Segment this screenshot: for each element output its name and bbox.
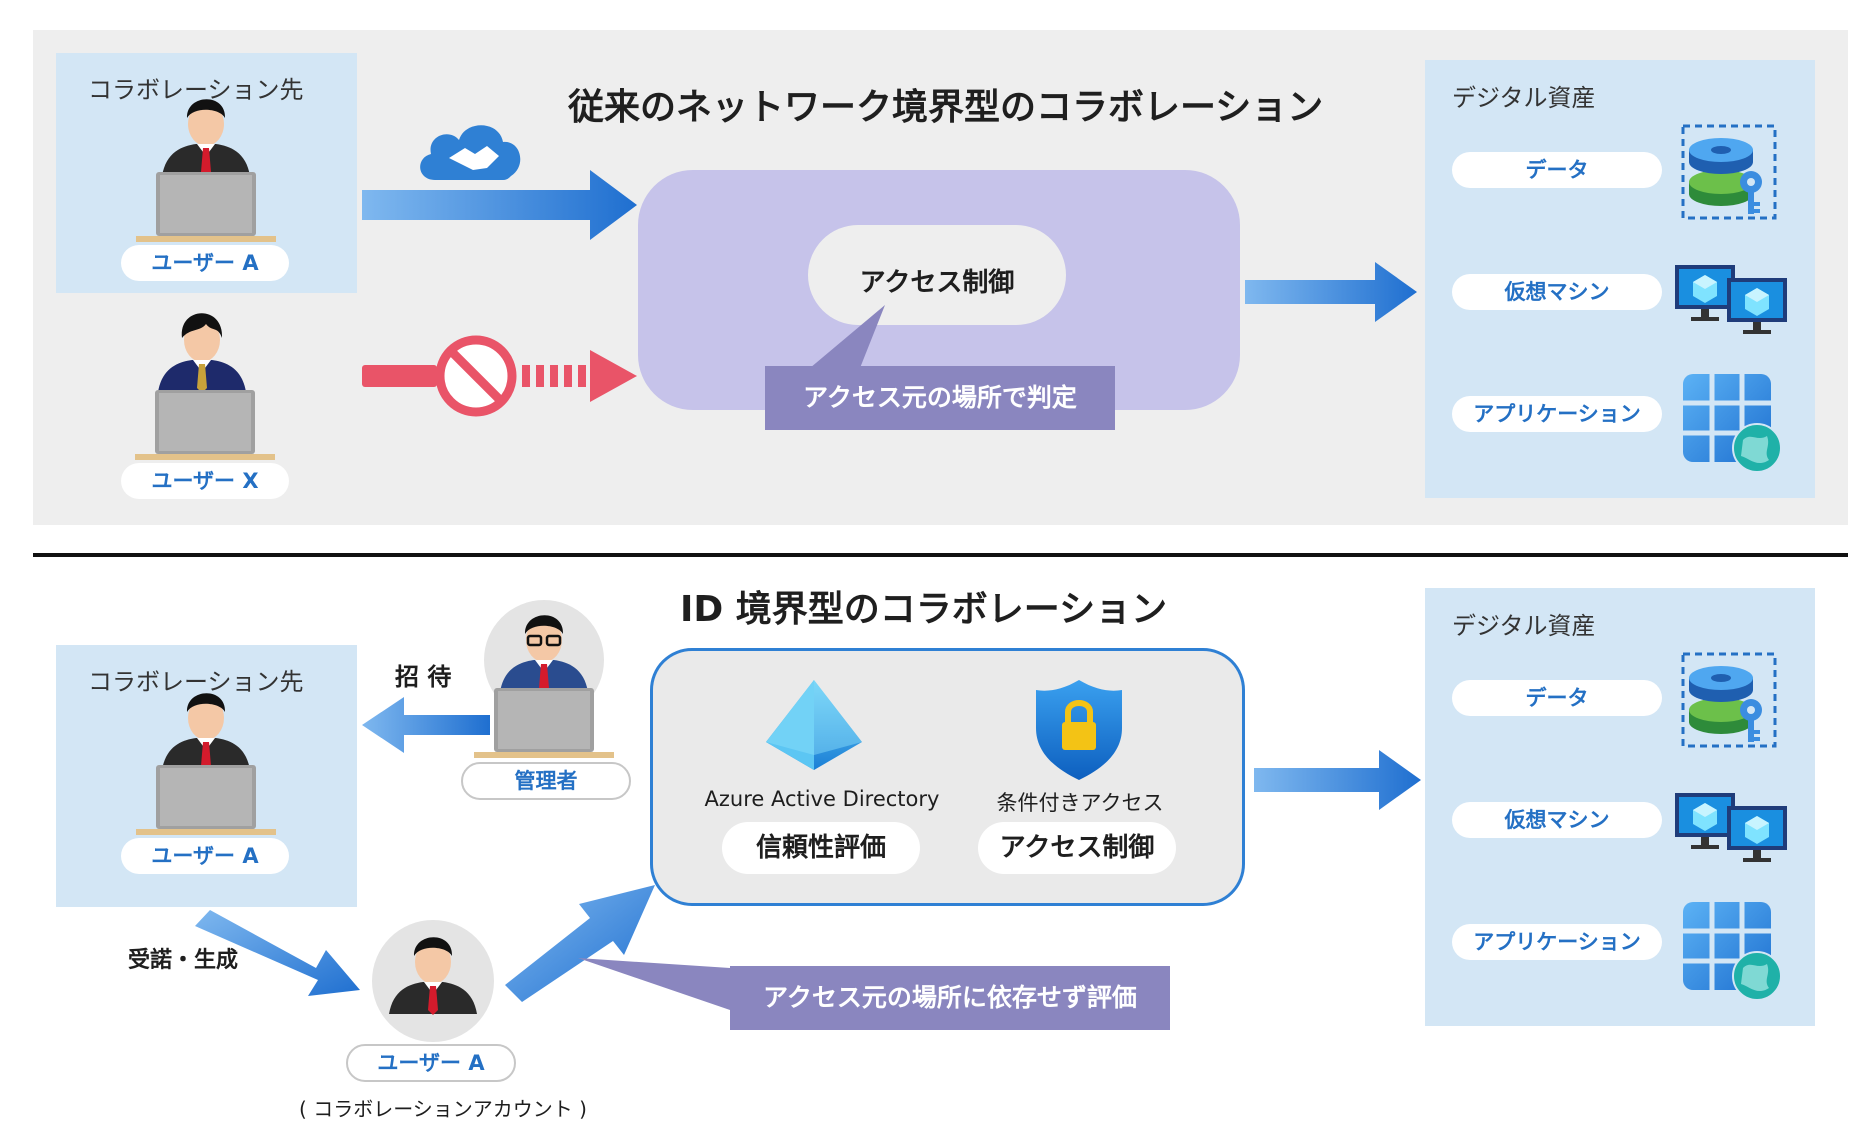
access-control-label: アクセス制御 [859, 268, 1015, 298]
bottom-collab-user-pill: ユーザー A [121, 838, 289, 874]
access-control-bubble [808, 225, 1066, 325]
top-arrow-allowed [362, 170, 637, 240]
top-title: 従来のネットワーク境界型のコラボレーション [568, 87, 1324, 128]
invite-label: 招 待 [395, 663, 452, 691]
top-assets-label: デジタル資産 [1452, 84, 1596, 112]
bottom-user-a-sub: ( コラボレーションアカウント ) [299, 1097, 587, 1121]
ca-badge: アクセス制御 [978, 822, 1176, 874]
section-divider [33, 553, 1848, 557]
bottom-asset-app: アプリケーション [1452, 924, 1662, 960]
bottom-callout: アクセス元の場所に依存せず評価 [730, 966, 1170, 1030]
top-user-x-pill: ユーザー X [121, 463, 289, 499]
prohibited-icon [362, 335, 637, 417]
top-asset-data: データ [1452, 152, 1662, 188]
bottom-asset-data: データ [1452, 680, 1662, 716]
bottom-title: ID 境界型のコラボレーション [680, 589, 1168, 630]
top-asset-vm: 仮想マシン [1452, 274, 1662, 310]
invite-arrow [362, 697, 490, 753]
aad-badge: 信頼性評価 [722, 822, 920, 874]
aad-label: Azure Active Directory [704, 787, 940, 811]
bottom-assets-label: デジタル資産 [1452, 612, 1596, 640]
handshake-cloud-icon [420, 125, 521, 180]
bottom-arrow-to-assets [1254, 750, 1421, 810]
top-arrow-to-assets [1245, 262, 1417, 322]
top-user-a-pill: ユーザー A [121, 245, 289, 281]
ca-label: 条件付きアクセス [996, 791, 1164, 815]
top-asset-app: アプリケーション [1452, 396, 1662, 432]
accept-label: 受諾・生成 [128, 948, 239, 973]
top-callout: アクセス元の場所で判定 [765, 366, 1115, 430]
bottom-collab-label: コラボレーション先 [88, 668, 304, 696]
bottom-asset-vm: 仮想マシン [1452, 802, 1662, 838]
top-collab-label: コラボレーション先 [88, 76, 304, 104]
bottom-user-a-pill: ユーザー A [346, 1044, 516, 1082]
admin-pill: 管理者 [461, 762, 631, 800]
